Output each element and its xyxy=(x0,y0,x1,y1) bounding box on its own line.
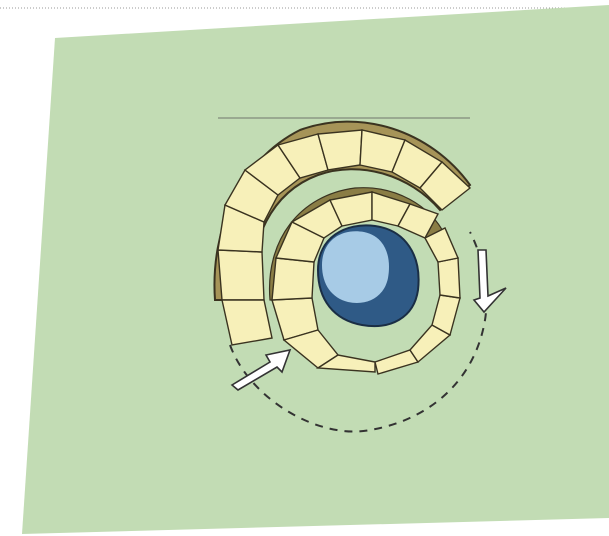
ground-plane xyxy=(22,5,609,534)
central-pool xyxy=(318,225,419,326)
